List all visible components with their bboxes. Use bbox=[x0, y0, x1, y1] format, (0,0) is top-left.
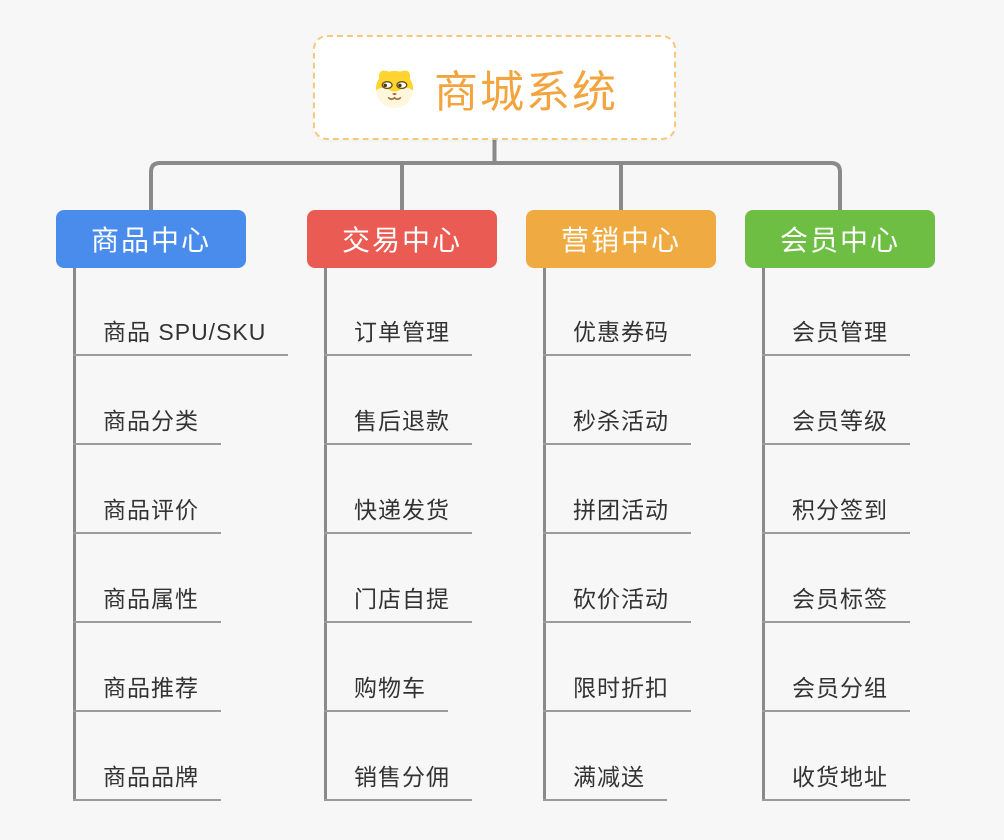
leaf-node[interactable]: 限时折扣 bbox=[543, 668, 691, 712]
leaf-node[interactable]: 商品属性 bbox=[73, 579, 221, 623]
leaf-label: 商品分类 bbox=[103, 408, 199, 434]
leaf-node[interactable]: 购物车 bbox=[324, 668, 448, 712]
root-title: 商城系统 bbox=[434, 67, 618, 117]
branch-label: 营销中心 bbox=[560, 225, 681, 256]
branch-label: 会员中心 bbox=[779, 225, 900, 256]
leaf-label: 会员分组 bbox=[792, 675, 888, 701]
leaf-node[interactable]: 销售分佣 bbox=[324, 757, 472, 801]
leaf-label: 销售分佣 bbox=[354, 764, 450, 790]
leaf-label: 商品属性 bbox=[103, 586, 199, 612]
leaf-label: 拼团活动 bbox=[573, 497, 669, 523]
leaf-label: 秒杀活动 bbox=[573, 408, 669, 434]
leaf-node[interactable]: 会员分组 bbox=[762, 668, 910, 712]
leaf-node[interactable]: 订单管理 bbox=[324, 312, 472, 356]
leaf-label: 限时折扣 bbox=[573, 675, 669, 701]
branch-header-1[interactable]: 交易中心 bbox=[307, 210, 497, 268]
leaf-node[interactable]: 商品分类 bbox=[73, 401, 221, 445]
branch-trunk-line bbox=[324, 268, 327, 801]
leaf-node[interactable]: 满减送 bbox=[543, 757, 667, 801]
leaf-label: 门店自提 bbox=[354, 586, 450, 612]
leaf-label: 商品品牌 bbox=[103, 764, 199, 790]
leaf-node[interactable]: 优惠券码 bbox=[543, 312, 691, 356]
branch-label: 商品中心 bbox=[90, 225, 211, 256]
leaf-label: 售后退款 bbox=[354, 408, 450, 434]
leaf-label: 满减送 bbox=[573, 764, 645, 790]
branch-trunk-line bbox=[762, 268, 765, 801]
leaf-label: 购物车 bbox=[354, 675, 426, 701]
leaf-node[interactable]: 砍价活动 bbox=[543, 579, 691, 623]
branch-trunk-line bbox=[543, 268, 546, 801]
branch-trunk-line bbox=[73, 268, 76, 801]
leaf-node[interactable]: 秒杀活动 bbox=[543, 401, 691, 445]
root-node[interactable]: 商城系统 bbox=[313, 35, 676, 140]
leaf-node[interactable]: 收货地址 bbox=[762, 757, 910, 801]
leaf-node[interactable]: 商品推荐 bbox=[73, 668, 221, 712]
leaf-label: 优惠券码 bbox=[573, 319, 669, 345]
branch-header-3[interactable]: 会员中心 bbox=[745, 210, 935, 268]
leaf-node[interactable]: 会员等级 bbox=[762, 401, 910, 445]
leaf-node[interactable]: 售后退款 bbox=[324, 401, 472, 445]
leaf-label: 砍价活动 bbox=[573, 586, 669, 612]
leaf-label: 商品推荐 bbox=[103, 675, 199, 701]
leaf-label: 商品评价 bbox=[103, 497, 199, 523]
leaf-label: 会员等级 bbox=[792, 408, 888, 434]
leaf-node[interactable]: 商品品牌 bbox=[73, 757, 221, 801]
leaf-node[interactable]: 会员管理 bbox=[762, 312, 910, 356]
leaf-label: 商品 SPU/SKU bbox=[103, 319, 267, 345]
leaf-label: 积分签到 bbox=[792, 497, 888, 523]
leaf-node[interactable]: 会员标签 bbox=[762, 579, 910, 623]
branch-label: 交易中心 bbox=[341, 225, 462, 256]
leaf-node[interactable]: 商品 SPU/SKU bbox=[73, 312, 289, 356]
leaf-node[interactable]: 积分签到 bbox=[762, 490, 910, 534]
leaf-node[interactable]: 快递发货 bbox=[324, 490, 472, 534]
leaf-label: 订单管理 bbox=[354, 319, 450, 345]
leaf-label: 会员标签 bbox=[792, 586, 888, 612]
leaf-label: 快递发货 bbox=[354, 497, 450, 523]
leaf-label: 会员管理 bbox=[792, 319, 888, 345]
leaf-node[interactable]: 门店自提 bbox=[324, 579, 472, 623]
branch-header-0[interactable]: 商品中心 bbox=[56, 210, 246, 268]
branch-header-2[interactable]: 营销中心 bbox=[526, 210, 716, 268]
leaf-label: 收货地址 bbox=[792, 764, 888, 790]
leaf-node[interactable]: 拼团活动 bbox=[543, 490, 691, 534]
shiba-dog-icon bbox=[371, 64, 418, 111]
leaf-node[interactable]: 商品评价 bbox=[73, 490, 221, 534]
